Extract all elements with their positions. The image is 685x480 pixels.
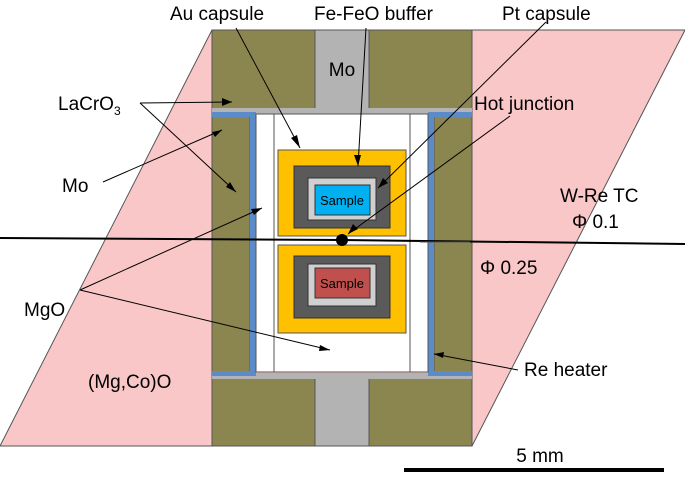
- mgo-sleeve-right: [409, 113, 429, 373]
- mo-electrode-top: [314, 29, 370, 113]
- mgo-label: MgO: [24, 300, 65, 321]
- mo-left-label: Mo: [62, 176, 88, 197]
- phi-025-label: Φ 0.25: [480, 258, 537, 279]
- leader-lines: [79, 21, 547, 371]
- lacro3-top-right: [368, 29, 473, 113]
- mo-ring-top: [212, 108, 472, 114]
- sample-top: [314, 184, 371, 216]
- re-heater-label: Re heater: [524, 360, 608, 381]
- re-heater-left: [250, 112, 256, 376]
- fefeo-buffer-label: Fe-FeO buffer: [314, 4, 434, 25]
- leader-arrowheads: [212, 98, 444, 358]
- hot-junction-dot: [336, 234, 348, 246]
- lacro3-bottom-right: [368, 375, 473, 447]
- pt-capsule-label: Pt capsule: [502, 4, 591, 25]
- re-heater-top-right-lip: [428, 112, 472, 117]
- phi-01-label: Φ 0.1: [572, 212, 619, 233]
- lacro3-side-left: [211, 111, 251, 377]
- wre-tc-label: W-Re TC: [560, 186, 638, 207]
- sample-bottom-label: Sample: [320, 276, 364, 291]
- scale-bar-label: 5 mm: [516, 446, 564, 467]
- sample-top-label: Sample: [320, 193, 364, 208]
- lacro3-bottom-left: [211, 375, 316, 447]
- mo-top-label: Mo: [329, 60, 355, 81]
- re-heater-bottom-left-lip: [212, 371, 256, 376]
- lacro3-top-left: [211, 29, 316, 113]
- hot-junction-label: Hot junction: [474, 94, 574, 115]
- au-capsule-label: Au capsule: [170, 4, 264, 25]
- mo-ring-bottom: [212, 373, 472, 379]
- re-heater-top-left-lip: [212, 112, 256, 117]
- sample-bottom: [314, 267, 371, 299]
- re-heater-right: [428, 112, 434, 376]
- re-heater-bottom-right-lip: [428, 371, 472, 376]
- lacro3-side-right: [433, 111, 473, 377]
- mo-electrode-bottom: [314, 375, 370, 447]
- thermocouple-wire-left: [0, 237, 343, 241]
- thermocouple-wire-right: [341, 239, 685, 245]
- mgco-o-label: (Mg,Co)O: [88, 372, 171, 393]
- lacro3-label: LaCrO3: [58, 94, 121, 118]
